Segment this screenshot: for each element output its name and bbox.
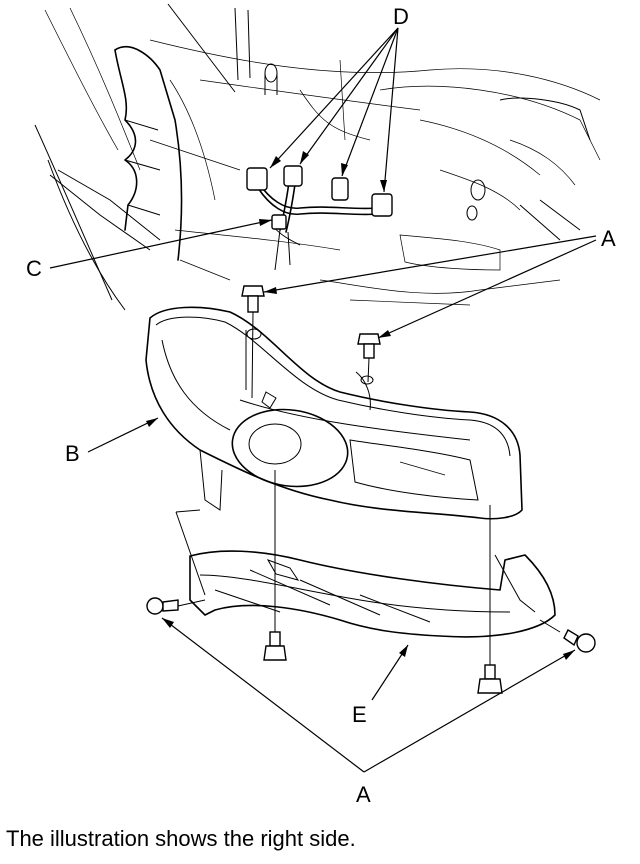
lower-bracket xyxy=(175,509,556,638)
headlight-assembly xyxy=(145,306,523,520)
body-structure xyxy=(44,3,601,306)
bolt-far-right xyxy=(563,629,596,653)
bolt-upper-left xyxy=(241,285,265,313)
callout-c: C xyxy=(26,256,42,281)
callout-d: D xyxy=(393,4,409,29)
bolt-upper-right xyxy=(357,333,381,359)
guide-lines xyxy=(177,311,561,665)
wire-harness xyxy=(246,165,393,271)
bolts xyxy=(146,285,596,694)
connector-d2 xyxy=(283,165,303,187)
bolt-lower-right xyxy=(477,664,503,694)
leader-lines xyxy=(49,27,597,773)
figure-caption: The illustration shows the right side. xyxy=(6,826,356,851)
callout-b: B xyxy=(65,441,80,466)
bolt-lower-center xyxy=(263,631,287,661)
harness-clip-c xyxy=(271,214,287,230)
bolt-lower-left xyxy=(146,597,179,615)
fender-bracket xyxy=(34,46,216,311)
connector-d3 xyxy=(331,177,349,201)
connector-d1 xyxy=(246,167,268,191)
connector-d4 xyxy=(371,193,393,217)
callout-a-lower: A xyxy=(356,782,371,807)
callout-a-upper: A xyxy=(601,226,616,251)
callout-e: E xyxy=(352,702,367,727)
